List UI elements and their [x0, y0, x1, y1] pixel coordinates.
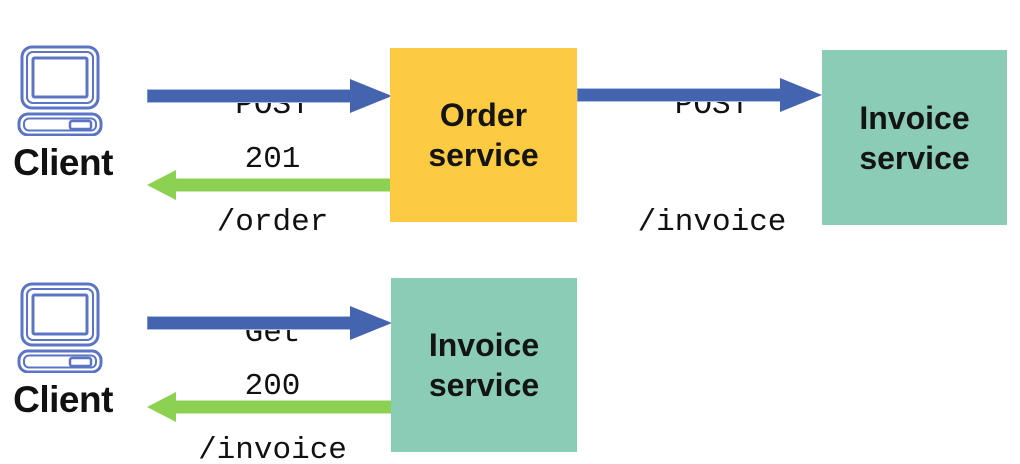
client-label: Client [13, 379, 113, 420]
client-label: Client [13, 142, 113, 183]
invoice-service-box: Invoice service [391, 278, 577, 452]
invoice-service-label: Invoice service [428, 327, 540, 403]
request-arrow [147, 79, 392, 113]
response-arrow [147, 170, 392, 200]
response-code-label: 201 [244, 142, 301, 177]
invoice-service-label: Invoice service [859, 99, 970, 176]
request-path: /invoice [198, 433, 347, 464]
request-label: Get /invoice [150, 236, 395, 464]
client-computer-icon [17, 45, 103, 136]
downstream-request-label: POST /invoice [592, 8, 832, 320]
invoice-service-box: Invoice service [822, 50, 1007, 225]
order-service-box: Order service [390, 48, 577, 222]
client-computer-icon [17, 282, 103, 373]
downstream-request-path: /invoice [637, 205, 787, 240]
downstream-request-arrow [577, 78, 822, 112]
response-code-label: 200 [244, 369, 301, 404]
request-arrow [147, 306, 392, 340]
request-path: /order [216, 205, 329, 240]
order-service-label: Order service [428, 97, 539, 173]
request-label: POST /order [150, 8, 395, 320]
response-arrow [147, 392, 392, 422]
